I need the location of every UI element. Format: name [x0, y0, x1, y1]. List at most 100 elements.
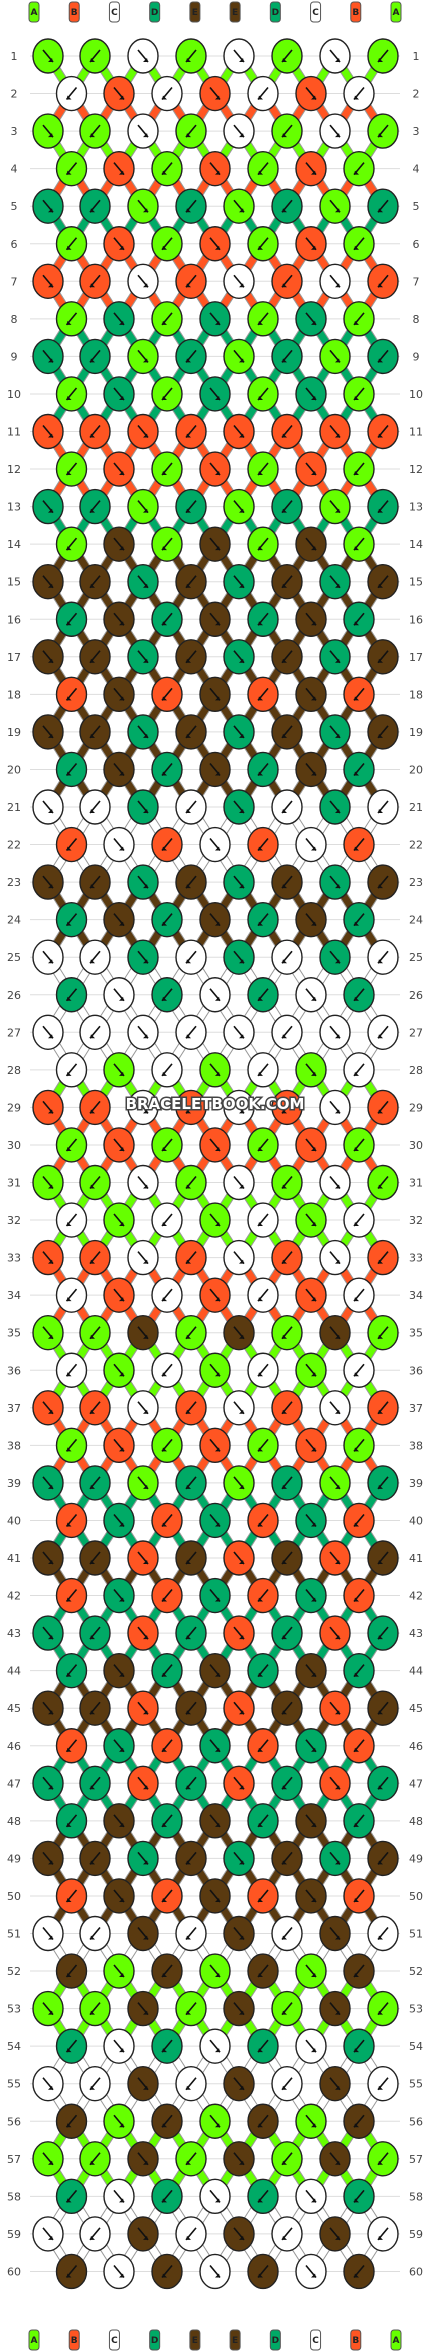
knot-arrowhead — [162, 846, 167, 851]
knot-arrowhead — [354, 95, 359, 100]
knot-arrowhead — [215, 2198, 220, 2203]
row-number: 19 — [7, 726, 21, 739]
knot-arrowhead — [354, 546, 359, 551]
knot-arrowhead — [378, 2085, 383, 2090]
row-number: 54 — [409, 2040, 423, 2053]
knot-arrowhead — [119, 1822, 124, 1827]
knot-arrowhead — [258, 771, 263, 776]
knot-arrowhead — [282, 733, 287, 738]
knot-arrowhead — [335, 959, 340, 964]
string-color-swatch — [269, 2329, 281, 2351]
string-color-label: C — [312, 8, 319, 18]
knot-arrowhead — [215, 1747, 220, 1752]
knot-arrowhead — [186, 1109, 191, 1114]
knot-arrowhead — [239, 2160, 244, 2165]
knot-arrowhead — [282, 1259, 287, 1264]
knot-arrowhead — [162, 921, 167, 926]
string-color-label: B — [352, 8, 359, 18]
knot-arrowhead — [215, 2273, 220, 2278]
knot-arrowhead — [90, 508, 95, 513]
knot-arrowhead — [258, 1372, 263, 1377]
knot-arrowhead — [48, 1409, 53, 1414]
knot-arrowhead — [354, 1447, 359, 1452]
knot-arrowhead — [311, 2048, 316, 2053]
row-number: 49 — [409, 1852, 423, 1865]
row-number: 24 — [7, 914, 21, 927]
knot-arrowhead — [354, 2273, 359, 2278]
knot-arrowhead — [186, 809, 191, 813]
knot-arrowhead — [119, 1297, 124, 1302]
knot-arrowhead — [119, 546, 124, 551]
row-number: 8 — [413, 313, 420, 326]
knot-arrowhead — [258, 1747, 263, 1752]
row-number: 29 — [409, 1101, 423, 1114]
knot-arrowhead — [48, 2235, 53, 2240]
row-number: 11 — [409, 426, 423, 439]
knot-arrowhead — [162, 95, 167, 100]
row-number: 22 — [409, 839, 423, 852]
knot-arrowhead — [143, 508, 148, 513]
row-number: 9 — [413, 350, 420, 363]
knot-arrowhead — [186, 658, 191, 663]
knot-arrowhead — [119, 1522, 124, 1527]
knot-arrowhead — [354, 2123, 359, 2128]
row-number: 5 — [11, 200, 18, 213]
row-number: 47 — [7, 1777, 21, 1790]
knot-arrowhead — [162, 696, 167, 701]
row-number: 35 — [7, 1327, 21, 1340]
knot-arrowhead — [90, 283, 95, 288]
knot-arrowhead — [66, 1222, 72, 1227]
knot-arrowhead — [162, 771, 167, 776]
string-color-label: E — [232, 2336, 238, 2346]
knot-arrowhead — [48, 658, 53, 663]
knot-arrowhead — [378, 2160, 383, 2165]
knot-arrowhead — [282, 1710, 287, 1715]
row-number: 3 — [11, 125, 18, 138]
knot-arrowhead — [48, 809, 53, 813]
knot-arrowhead — [48, 508, 53, 513]
knot-arrowhead — [48, 1184, 53, 1189]
string-color-swatch — [189, 1, 201, 23]
knot-arrowhead — [215, 1447, 220, 1452]
knot-arrowhead — [239, 809, 244, 813]
string-color-swatch — [310, 2329, 322, 2351]
row-number: 57 — [409, 2153, 423, 2166]
knot-arrowhead — [48, 1635, 53, 1640]
row-number: 21 — [409, 801, 423, 814]
knot-arrowhead — [378, 2235, 383, 2240]
knot-arrowhead — [354, 771, 359, 776]
knot-arrowhead — [282, 358, 287, 363]
row-number: 13 — [409, 501, 423, 514]
knot-arrowhead — [48, 1259, 53, 1264]
knot-arrowhead — [48, 2160, 53, 2165]
knot-arrowhead — [48, 433, 53, 438]
string-color-swatch — [28, 2329, 40, 2351]
knot-arrowhead — [239, 583, 244, 588]
knot-arrowhead — [119, 1747, 124, 1752]
row-number: 59 — [7, 2228, 21, 2241]
knot-arrowhead — [186, 358, 191, 363]
row-number: 25 — [7, 951, 21, 964]
knot-arrowhead — [335, 884, 340, 889]
knot-arrowhead — [378, 583, 383, 588]
row-number: 57 — [7, 2153, 21, 2166]
knot-arrowhead — [311, 1222, 316, 1227]
row-number: 1 — [11, 50, 18, 63]
knot-arrowhead — [90, 133, 95, 138]
knot-arrowhead — [90, 2085, 95, 2090]
string-color-label: C — [111, 8, 118, 18]
knot-arrowhead — [215, 1297, 220, 1302]
knot-arrowhead — [239, 1785, 244, 1790]
knot-arrowhead — [335, 283, 340, 288]
knot-arrowhead — [143, 283, 148, 288]
knot-arrowhead — [119, 1897, 124, 1902]
knot-arrowhead — [378, 1409, 383, 1414]
row-number: 39 — [7, 1477, 21, 1490]
knot-arrowhead — [335, 1484, 340, 1489]
string-color-swatch — [390, 1, 402, 23]
knot-arrowhead — [143, 1259, 148, 1264]
knot-arrowhead — [239, 1034, 244, 1039]
knot-arrowhead — [239, 1635, 244, 1640]
knot-arrowhead — [143, 1184, 148, 1189]
